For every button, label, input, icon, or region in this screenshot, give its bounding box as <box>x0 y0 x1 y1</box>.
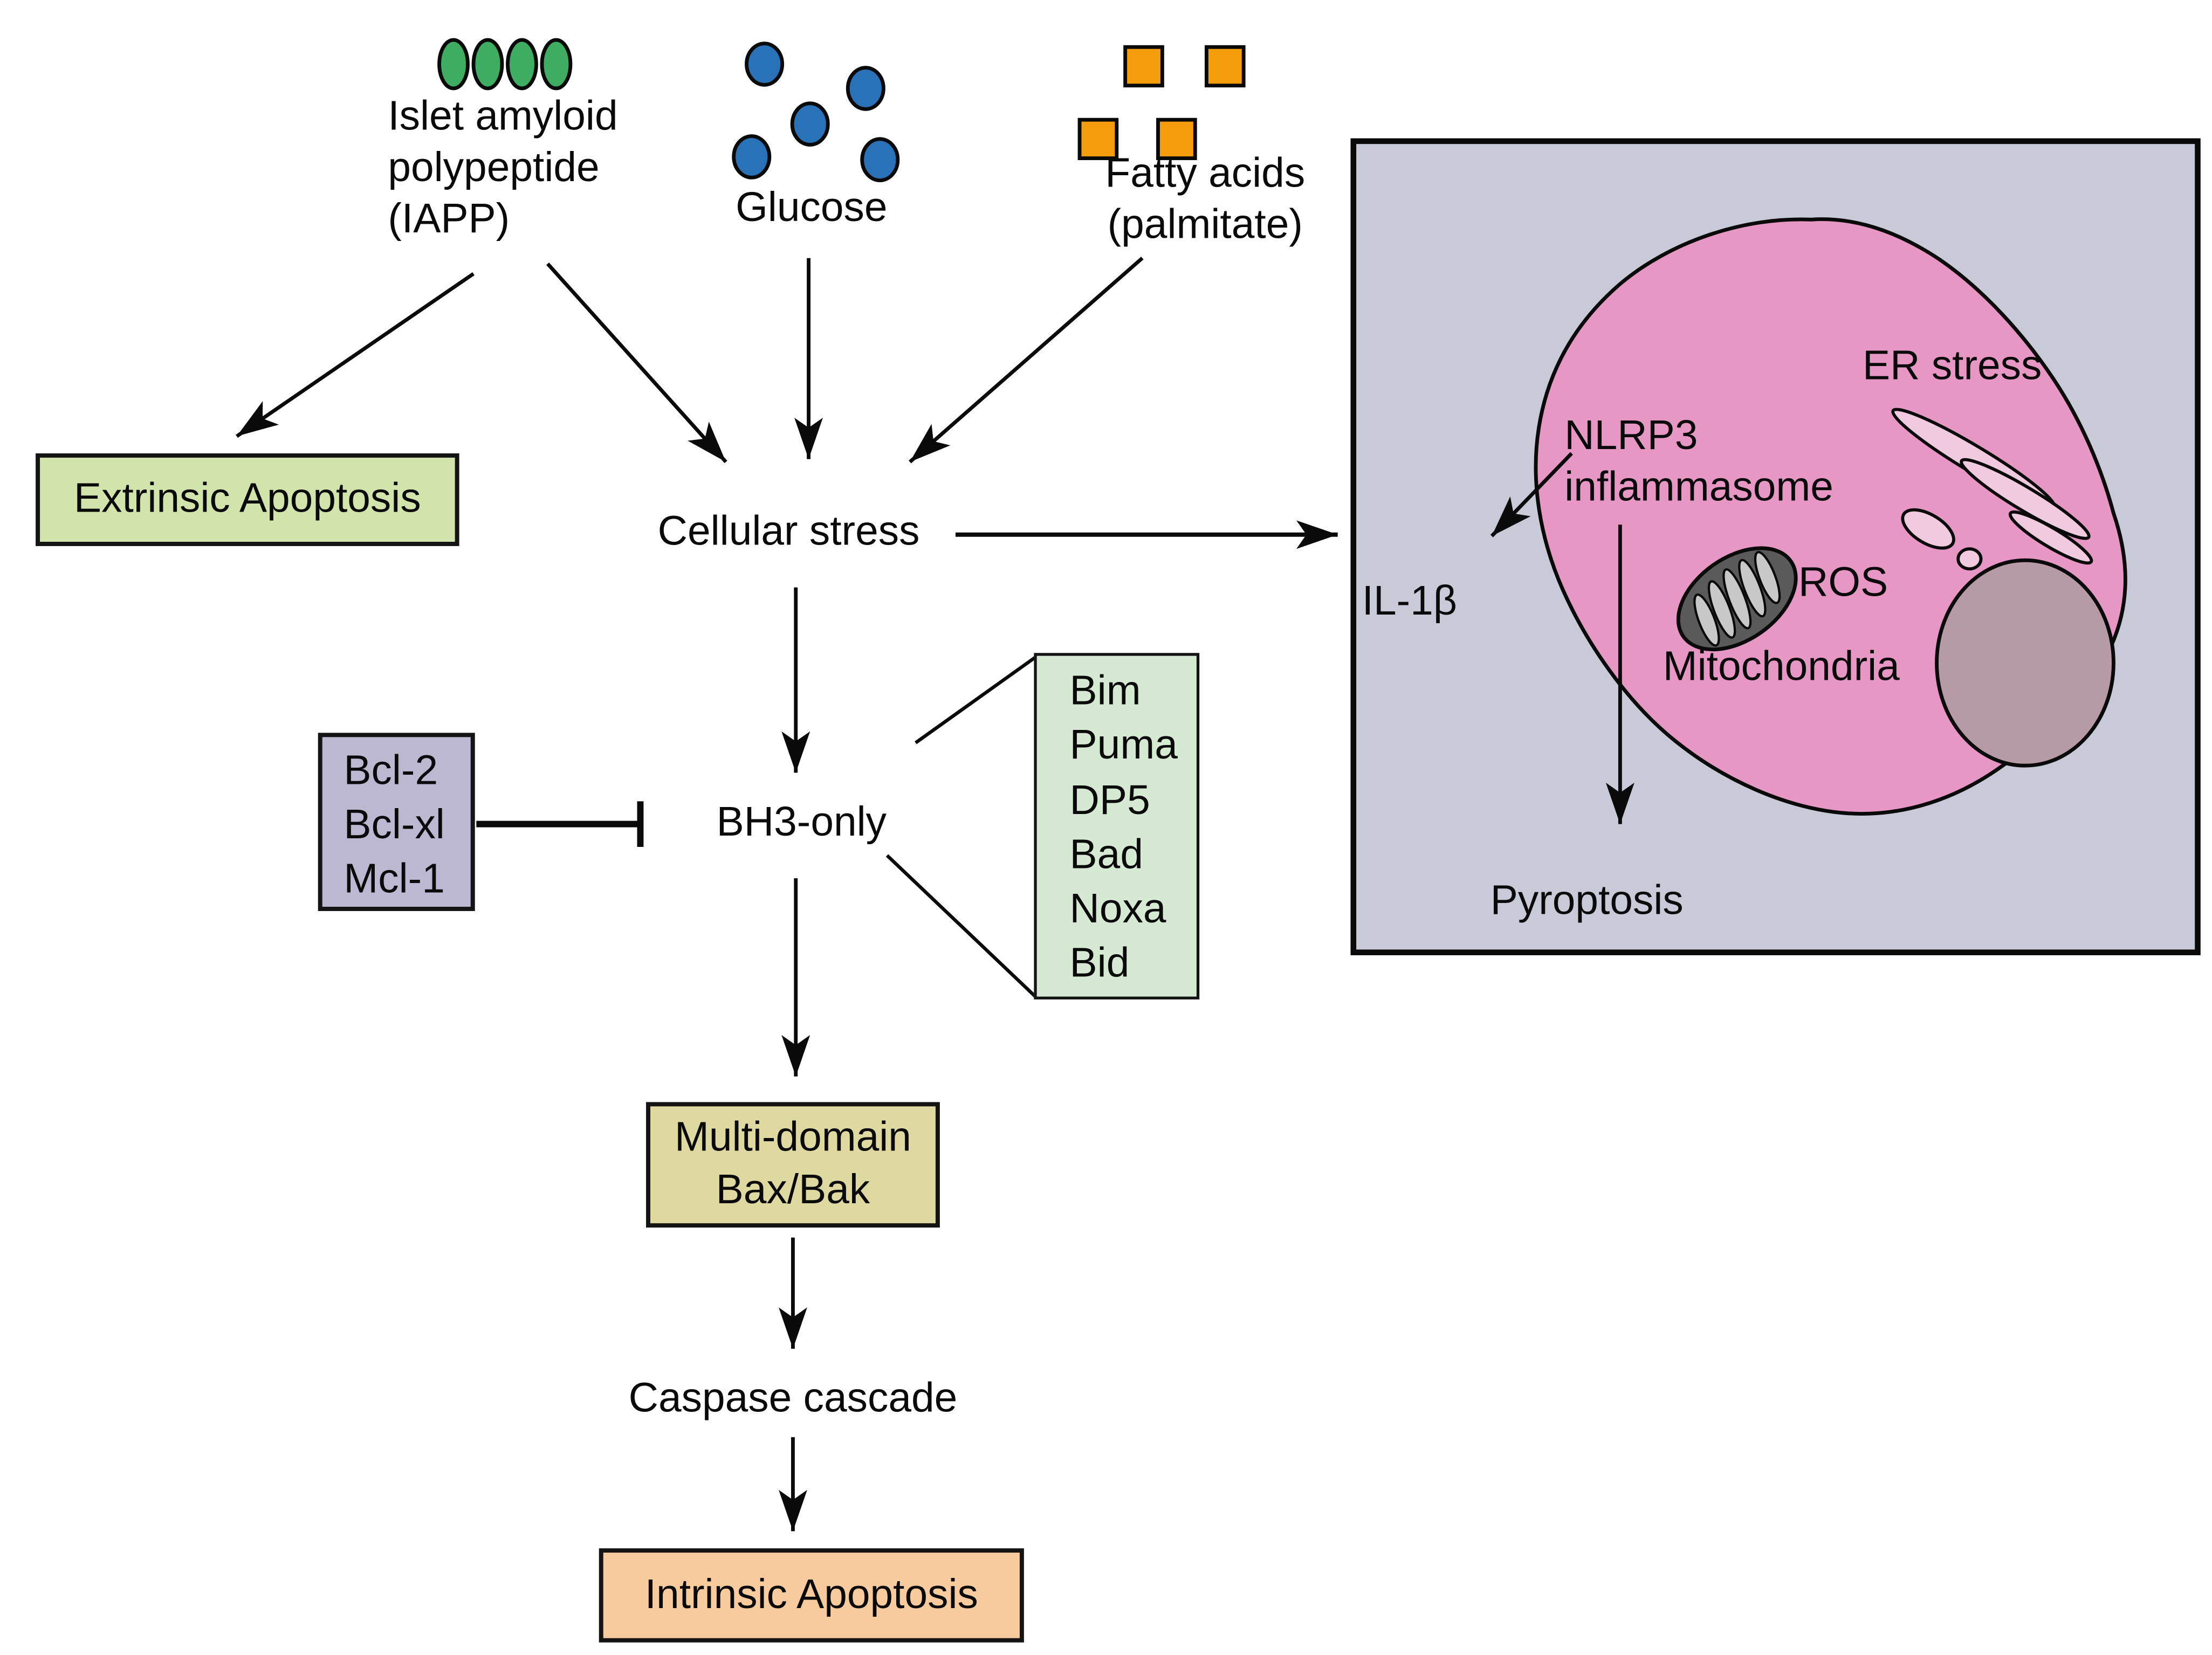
intrinsic-apoptosis-box: Intrinsic Apoptosis <box>599 1548 1024 1643</box>
bh3-member-4: Bad <box>1069 832 1144 878</box>
multidomain-label-line2: Bax/Bak <box>716 1168 870 1213</box>
bh3-member-5: Noxa <box>1069 887 1166 933</box>
glucose-icons <box>732 42 900 182</box>
cellular-stress-label: Cellular stress <box>657 509 920 555</box>
iapp-fibril-icons <box>437 38 573 91</box>
bh3-member-3: DP5 <box>1069 777 1150 824</box>
bh3-members-box: Bim Puma DP5 Bad Noxa Bid <box>1034 653 1200 999</box>
fatty-acids-label: Fatty acids (palmitate) <box>1105 148 1305 251</box>
iapp-label-line1: Islet amyloid <box>388 94 618 140</box>
bcl-inhibitors-box: Bcl-2 Bcl-xl Mcl-1 <box>318 733 475 911</box>
multidomain-bax-bak-box: Multi-domain Bax/Bak <box>646 1102 940 1228</box>
er-stress-label: ER stress <box>1862 343 2042 390</box>
iapp-label-line2: polypeptide <box>388 145 600 191</box>
bh3-member-1: Bim <box>1069 668 1141 714</box>
bcl-item-3: Mcl-1 <box>344 857 445 903</box>
bh3-member-2: Puma <box>1069 723 1178 769</box>
bcl-item-2: Bcl-xl <box>344 802 445 849</box>
glucose-label: Glucose <box>736 185 888 231</box>
nlrp3-label-line2: inflammasome <box>1564 465 1833 511</box>
arrow-nlrp3-il1b <box>1490 452 1573 537</box>
nucleus <box>1935 558 2115 768</box>
fatty-acid-icons <box>1077 45 1246 160</box>
nlrp3-label-line1: NLRP3 <box>1564 413 1698 459</box>
iapp-label-line3: (IAPP) <box>388 196 510 243</box>
iapp-label: Islet amyloid polypeptide (IAPP) <box>388 91 617 245</box>
mitochondria-label: Mitochondria <box>1663 644 1900 691</box>
arrow-iapp-stress <box>546 262 727 464</box>
fatty-acids-label-line2: (palmitate) <box>1107 202 1303 249</box>
arrow-iapp-extrinsic <box>236 272 475 438</box>
bcl-item-1: Bcl-2 <box>344 748 438 795</box>
bh3-member-connectors <box>885 656 1037 998</box>
ros-label: ROS <box>1798 560 1888 606</box>
arrow-fattyacids-stress <box>909 257 1144 464</box>
mitochondria-icon <box>1676 546 1798 652</box>
fatty-acids-label-line1: Fatty acids <box>1105 151 1306 197</box>
il1b-label: IL-1β <box>1362 578 1457 625</box>
intrinsic-apoptosis-label: Intrinsic Apoptosis <box>644 1571 978 1618</box>
multidomain-label-line1: Multi-domain <box>674 1115 911 1161</box>
bh3-only-label: BH3-only <box>716 799 887 846</box>
extrinsic-apoptosis-label: Extrinsic Apoptosis <box>73 476 421 522</box>
arrows <box>236 257 1634 1532</box>
caspase-cascade-label: Caspase cascade <box>628 1376 958 1422</box>
nlrp3-inflammasome-label: NLRP3 inflammasome <box>1564 411 1833 513</box>
pyroptosis-label: Pyroptosis <box>1490 878 1684 924</box>
er-icon <box>1891 408 2093 571</box>
extrinsic-apoptosis-box: Extrinsic Apoptosis <box>36 453 459 546</box>
inhibition-tee <box>476 801 644 847</box>
bh3-member-6: Bid <box>1069 941 1130 988</box>
